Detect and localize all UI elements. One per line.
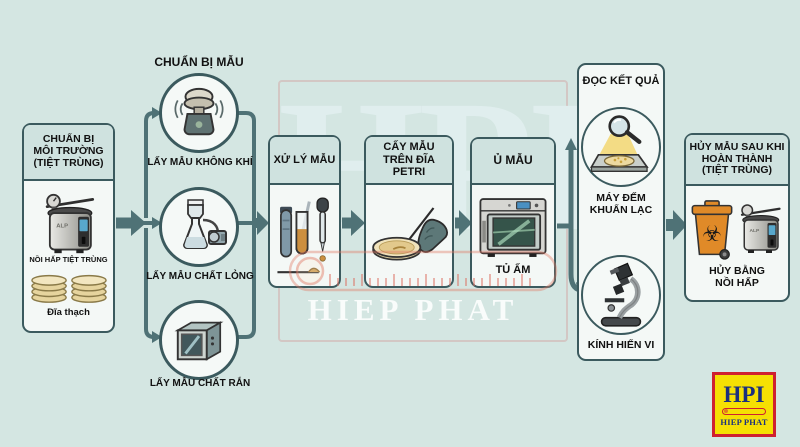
branch-left-line (140, 111, 155, 339)
autoclave-label: NỒI HẤP TIỆT TRÙNG (29, 255, 108, 265)
arrow-stage4-to-stage5 (455, 210, 472, 236)
biohazard-bin-icon: ☣ (691, 200, 733, 260)
stage-sample-prep-heading: CHUẨN BỊ MẪU (154, 55, 244, 69)
stage-plate-sample-box: CẤY MẪU TRÊN ĐĨA PETRI (364, 135, 454, 288)
microscope-label: KÍNH HIỂN VI (587, 339, 655, 351)
solid-sample-blender-icon (174, 321, 224, 361)
agar-plates-icon (30, 274, 107, 303)
brand-logo-pipette-icon (722, 407, 766, 415)
liquid-sampling-circle (159, 187, 239, 267)
stage-process-sample-title: XỬ LÝ MẪU (270, 137, 339, 185)
microscope-circle (581, 255, 661, 335)
colony-counter-label: MÁY ĐẾM KHUẨN LẠC (589, 192, 653, 217)
air-sampler-icon (174, 87, 224, 136)
stage-destroy-sample-box: HỦY MẪU SAU KHI HOÀN THÀNH (TIỆT TRÙNG) … (684, 133, 790, 302)
petri-inoculation-icon (372, 206, 448, 260)
autoclave-icon: ALP (740, 204, 781, 253)
incubator-icon (479, 197, 547, 257)
stage-prepare-media-box: CHUẨN BỊ MÔI TRƯỜNG (TIỆT TRÙNG) ALP (22, 123, 115, 333)
stage-incubate-title: Ủ MẪU (472, 139, 554, 185)
arrow-stage1-to-branch (116, 210, 146, 236)
arrow-branch-to-stage3 (252, 211, 269, 235)
stage-read-results-box: ĐỌC KẾT QUẢ MÁY ĐẾM KHUẨN LẠC (577, 63, 665, 361)
autoclave-brand: ALP (56, 224, 68, 230)
agar-plates-label: Đĩa thạch (47, 306, 90, 318)
autoclave-icon: ALP (45, 194, 94, 254)
brand-logo-name: HIEP PHAT (720, 416, 768, 427)
stage-prepare-media-title: CHUẨN BỊ MÔI TRƯỜNG (TIỆT TRÙNG) (24, 125, 113, 181)
solid-sampling-circle (159, 300, 239, 380)
incubator-label: TỦ ẤM (495, 263, 531, 276)
arrow-stage6-to-stage7 (666, 210, 687, 240)
air-sampling-label: LẤY MẪU KHÔNG KHÍ (147, 157, 253, 168)
stage-plate-sample-title: CẤY MẪU TRÊN ĐĨA PETRI (366, 137, 452, 185)
biohazard-symbol: ☣ (702, 222, 722, 247)
arrow-stage3-to-stage4 (342, 210, 365, 236)
stage-process-sample-box: XỬ LÝ MẪU (268, 135, 341, 288)
brand-logo: HPI HIEP PHAT (712, 372, 776, 437)
branch-right-line (237, 111, 256, 339)
liquid-sampling-label: LẤY MẪU CHẤT LỎNG (146, 271, 254, 282)
stage-incubate-box: Ủ MẪU TỦ ẤM (470, 137, 556, 288)
stage-read-results-heading: ĐỌC KẾT QUẢ (582, 75, 660, 87)
colony-counter-icon (589, 115, 649, 172)
brand-logo-monogram: HPI (723, 381, 765, 407)
stage-destroy-sample-title: HỦY MẪU SAU KHI HOÀN THÀNH (TIỆT TRÙNG) (686, 135, 788, 186)
microscope-icon (600, 262, 642, 327)
solid-sampling-label: LẤY MẪU CHẤT RẮN (149, 378, 251, 389)
destroy-method-label: HỦY BẰNG NỒI HẤP (709, 264, 765, 289)
liquid-filtration-icon (182, 199, 227, 249)
colony-counter-circle (581, 107, 661, 187)
air-sampling-circle (159, 73, 239, 153)
autoclave-brand: ALP (750, 228, 760, 234)
test-tubes-icon (276, 196, 329, 273)
